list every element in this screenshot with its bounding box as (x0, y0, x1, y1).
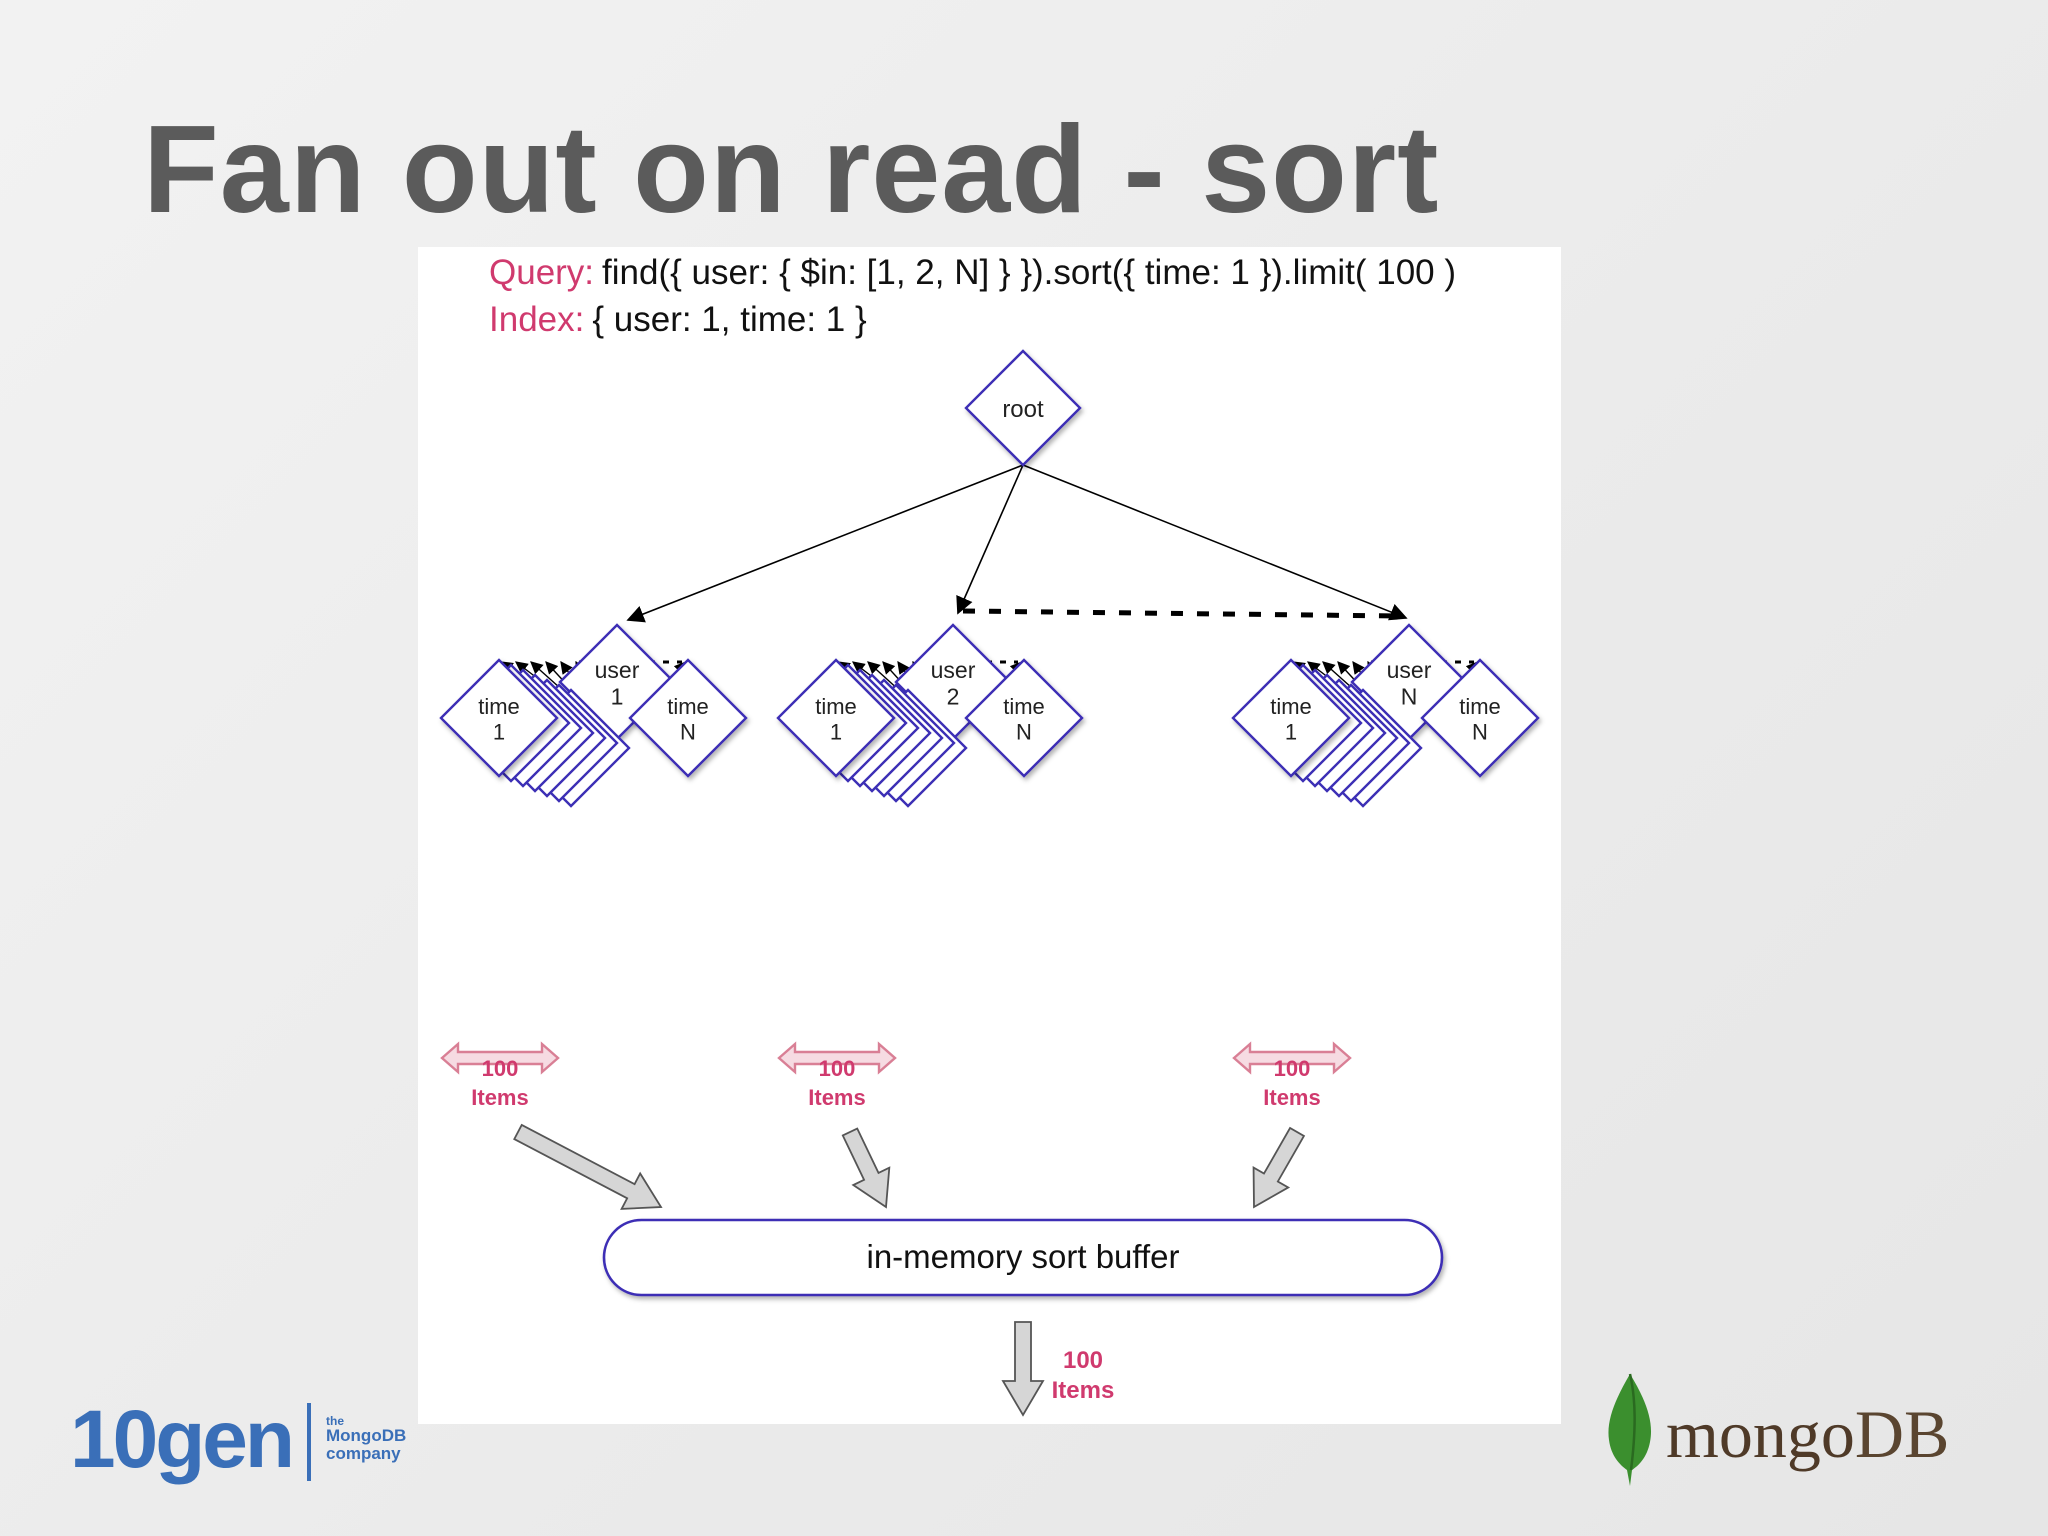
mongodb-wordmark: mongoDB (1666, 1396, 1950, 1472)
grey-arrow-into-buffer-1 (513, 1123, 663, 1210)
root-node (964, 349, 1082, 467)
time-node-stack-3-1 (1231, 658, 1351, 778)
mongodb-leaf-icon (1608, 1373, 1652, 1486)
time-N-node-3 (1420, 658, 1540, 778)
edge-root-to-user-3 (1022, 464, 1408, 621)
time-node-stack-2-1 (776, 658, 896, 778)
time-N-node-1 (628, 658, 748, 778)
range-unit-1: Items (471, 1085, 528, 1110)
time-node-stack-1-1 (439, 658, 559, 778)
mongodb-logo: mongoDB (1602, 1370, 1982, 1490)
query-label: Query: (489, 253, 594, 292)
10gen-logo: 10gen the MongoDB company (70, 1395, 430, 1490)
range-arrow-3 (1232, 1041, 1352, 1075)
index-line: Index:{ user: 1, time: 1 } (489, 300, 867, 339)
range-count-1: 100 (482, 1056, 519, 1081)
dashed-user-range-edge (962, 608, 1399, 619)
range-count-3: 100 (1274, 1056, 1311, 1081)
output-arrow (1001, 1321, 1045, 1417)
logo-divider (307, 1403, 311, 1481)
range-arrow-1 (440, 1041, 560, 1075)
range-arrow-2 (777, 1041, 897, 1075)
output-count: 100 (1063, 1347, 1103, 1374)
edge-root-to-user-2 (956, 464, 1024, 615)
time-N-node-2 (964, 658, 1084, 778)
index-label: Index: (489, 300, 584, 339)
sort-buffer (602, 1218, 1444, 1297)
10gen-wordmark: 10gen (70, 1394, 295, 1485)
edge-root-to-user-1 (626, 464, 1024, 623)
range-count-2: 100 (819, 1056, 856, 1081)
output-unit: Items (1052, 1377, 1115, 1404)
range-unit-3: Items (1263, 1085, 1320, 1110)
company-tagline: the MongoDB company (326, 1414, 407, 1463)
fan-out-diagram: Query:find({ user: { $in: [1, 2, N] } })… (439, 253, 1540, 1417)
root-label: root (1002, 396, 1044, 423)
sort-buffer-label: in-memory sort buffer (867, 1238, 1180, 1275)
grey-arrow-into-buffer-3 (1252, 1126, 1306, 1209)
query-text: find({ user: { $in: [1, 2, N] } }).sort(… (602, 253, 1456, 292)
index-text: { user: 1, time: 1 } (592, 300, 867, 339)
slide-title: Fan out on read - sort (143, 101, 1440, 239)
grey-arrow-into-buffer-2 (841, 1127, 891, 1209)
query-line: Query:find({ user: { $in: [1, 2, N] } })… (489, 253, 1456, 292)
diagram-panel: Query:find({ user: { $in: [1, 2, N] } })… (418, 247, 1561, 1424)
range-unit-2: Items (808, 1085, 865, 1110)
